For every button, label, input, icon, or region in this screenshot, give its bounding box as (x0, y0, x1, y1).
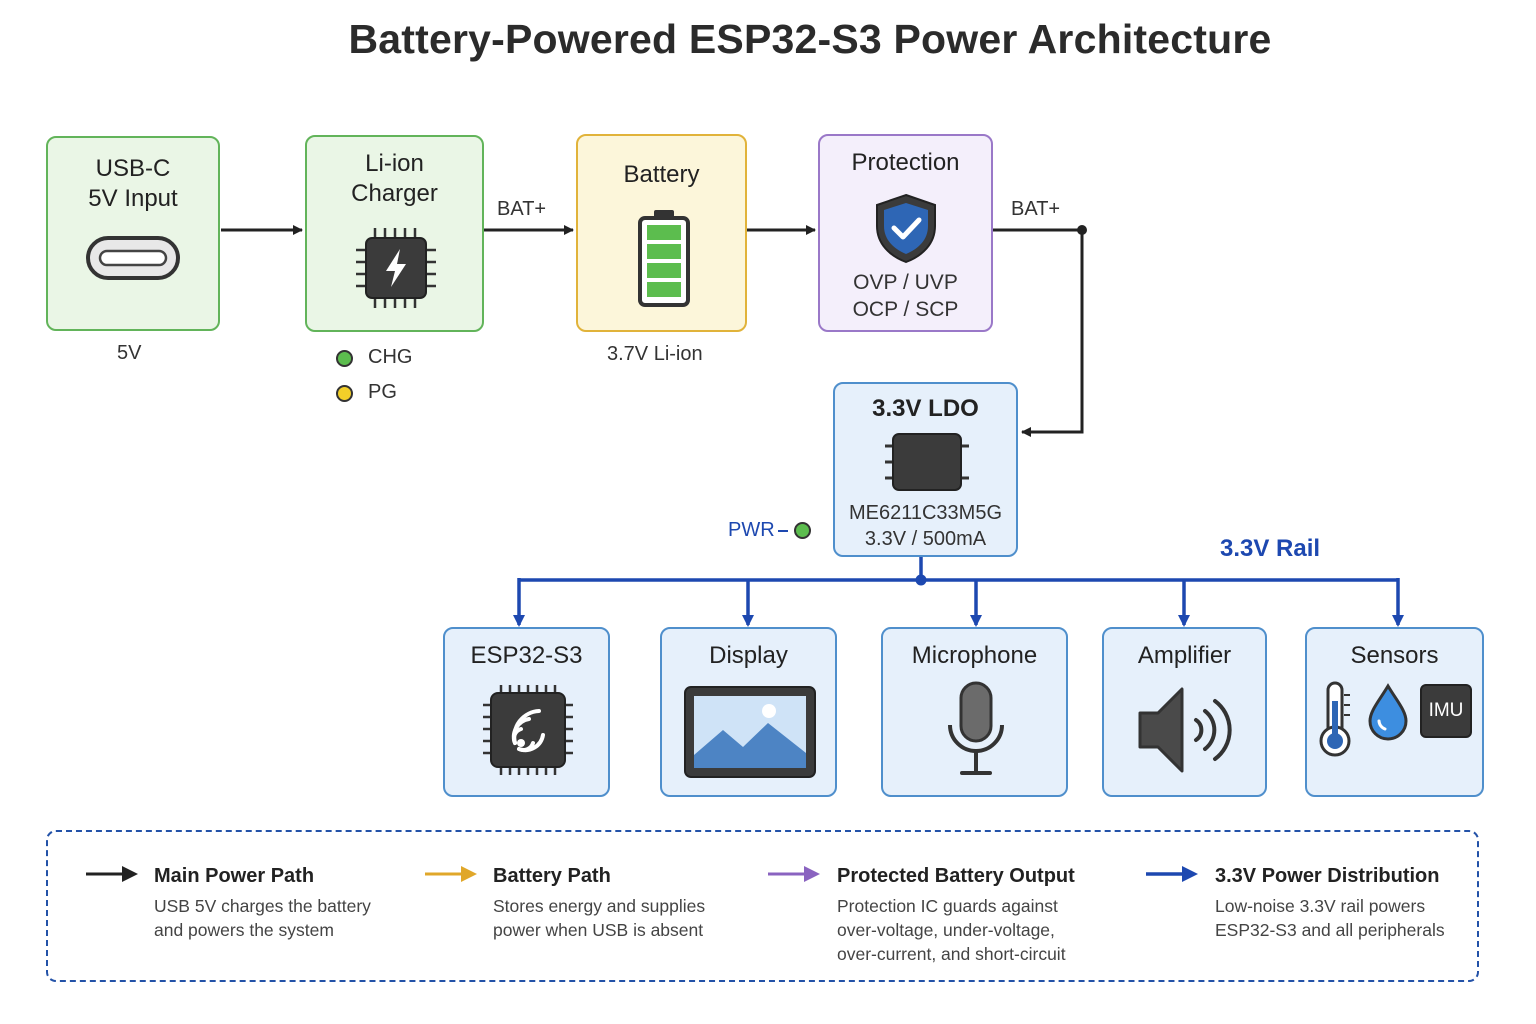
ldo-block: 3.3V LDO ME6211C33M5G 3.3V / 500mA (833, 382, 1018, 557)
usb-c-port-icon (86, 236, 180, 280)
ldo-chip-icon (885, 433, 969, 491)
sensors-title: Sensors (1350, 642, 1439, 669)
display-title: Display (709, 642, 788, 669)
legend-main-title: Main Power Path (154, 865, 315, 887)
rail-wires (513, 557, 1404, 627)
esp32-title: ESP32-S3 (470, 642, 583, 669)
ldo-rating: 3.3V / 500mA (864, 528, 987, 550)
legend: Main Power Path USB 5V charges the batte… (46, 830, 1479, 982)
usb-caption: 5V (117, 342, 142, 364)
legend-arrow-distribution (1146, 866, 1198, 882)
rail-junction-dot (915, 574, 927, 586)
sensors-block: Sensors IMU (1305, 627, 1484, 797)
ldo-title: 3.3V LDO (872, 395, 979, 422)
thermometer-icon (1319, 681, 1351, 757)
display-image-icon (684, 686, 816, 778)
legend-arrow-protected (768, 866, 820, 882)
legend-main-line1: USB 5V charges the battery (154, 896, 371, 916)
microphone-icon (948, 681, 1004, 775)
esp32-s3-block: ESP32-S3 (443, 627, 610, 797)
battery-title: Battery (623, 161, 700, 188)
wifi-chip-icon (483, 685, 573, 775)
usb-title-line1: USB-C (95, 155, 171, 182)
legend-main-desc: USB 5V charges the battery and powers th… (154, 894, 424, 942)
pwr-led (794, 522, 811, 539)
legend-arrow-battery (425, 866, 477, 882)
bat-plus-label-2: BAT+ (1011, 198, 1061, 220)
protection-line1: OVP / UVP (853, 271, 958, 294)
ldo-part-number: ME6211C33M5G (848, 502, 1003, 524)
pg-label: PG (368, 381, 397, 403)
rail-label: 3.3V Rail (1220, 535, 1321, 562)
junction-dot (1077, 225, 1087, 235)
legend-protected-title: Protected Battery Output (837, 865, 1075, 887)
page-title: Battery-Powered ESP32-S3 Power Architect… (348, 16, 1272, 62)
legend-protected-line3: over-current, and short-circuit (837, 944, 1066, 964)
amplifier-block: Amplifier (1102, 627, 1267, 797)
legend-arrow-main (86, 866, 138, 882)
main-power-wires (221, 225, 1084, 437)
legend-protected-line2: over-voltage, under-voltage, (837, 920, 1055, 940)
legend-protected-desc: Protection IC guards against over-voltag… (837, 894, 1107, 966)
pg-led (336, 385, 353, 402)
charger-chip-icon (356, 228, 436, 308)
speaker-icon (1138, 687, 1232, 773)
bat-plus-label-1: BAT+ (497, 198, 547, 220)
amplifier-title: Amplifier (1137, 642, 1232, 669)
microphone-title: Microphone (911, 642, 1038, 669)
microphone-block: Microphone (881, 627, 1068, 797)
protection-line2: OCP / SCP (852, 298, 959, 321)
protection-title: Protection (851, 149, 960, 176)
imu-chip-icon: IMU (1420, 684, 1472, 738)
display-block: Display (660, 627, 837, 797)
protection-block: Protection OVP / UVP OCP / SCP (818, 134, 993, 332)
charger-title-line1: Li-ion (365, 150, 424, 177)
charger-block: Li-ion Charger (305, 135, 484, 332)
legend-main-line2: and powers the system (154, 920, 334, 940)
legend-battery-line2: power when USB is absent (493, 920, 704, 940)
legend-protected-line1: Protection IC guards against (837, 896, 1058, 916)
wire-protection-to-ldo (993, 228, 1084, 437)
pwr-label: PWR (728, 519, 775, 541)
battery-icon (638, 210, 690, 307)
chg-led (336, 350, 353, 367)
usb-title-line2: 5V Input (88, 185, 178, 212)
water-drop-icon (1368, 683, 1408, 741)
legend-battery-line1: Stores energy and supplies (493, 896, 706, 916)
legend-distribution-line2: ESP32-S3 and all peripherals (1215, 920, 1445, 940)
battery-caption: 3.7V Li-ion (607, 343, 703, 365)
legend-distribution-desc: Low-noise 3.3V rail powers ESP32-S3 and … (1215, 894, 1485, 942)
charger-title-line2: Charger (351, 180, 438, 207)
legend-battery-desc: Stores energy and supplies power when US… (493, 894, 763, 942)
usb-c-input-block: USB-C 5V Input (46, 136, 220, 331)
legend-distribution-line1: Low-noise 3.3V rail powers (1215, 896, 1426, 916)
imu-label: IMU (1428, 700, 1464, 721)
battery-block: Battery (576, 134, 747, 332)
shield-check-icon (876, 193, 936, 264)
chg-label: CHG (368, 346, 413, 368)
legend-distribution-title: 3.3V Power Distribution (1215, 865, 1440, 887)
legend-battery-title: Battery Path (493, 865, 611, 887)
